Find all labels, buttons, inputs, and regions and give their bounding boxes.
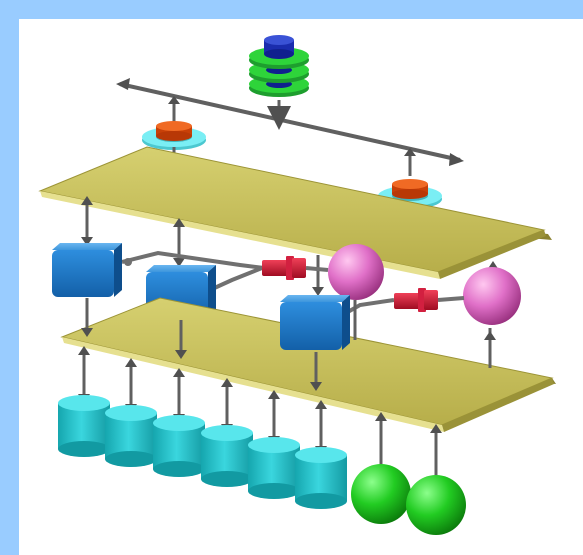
cylinder-icon bbox=[248, 437, 300, 499]
sphere-icon bbox=[328, 244, 384, 300]
stack-icon bbox=[249, 35, 309, 130]
cylinder-icon bbox=[201, 425, 253, 487]
box-links bbox=[121, 250, 395, 315]
sphere-icon bbox=[406, 475, 466, 535]
cylinder-icon bbox=[58, 395, 110, 457]
sphere-icon bbox=[351, 464, 411, 524]
cylinder-icon bbox=[295, 447, 347, 509]
lower-platform bbox=[60, 297, 556, 432]
diagram-canvas bbox=[19, 19, 583, 555]
left-disk-assembly bbox=[142, 96, 206, 180]
cube-icon bbox=[280, 295, 350, 350]
connector-icon bbox=[394, 288, 465, 312]
diagram-svg bbox=[38, 35, 556, 535]
sphere-icon bbox=[463, 267, 521, 325]
cube-icon bbox=[52, 243, 122, 297]
lower-connectors bbox=[78, 346, 442, 480]
mid-connectors bbox=[81, 298, 496, 391]
cylinder-icon bbox=[153, 415, 205, 477]
cylinder-icon bbox=[105, 405, 157, 467]
connector-icon bbox=[262, 256, 329, 280]
